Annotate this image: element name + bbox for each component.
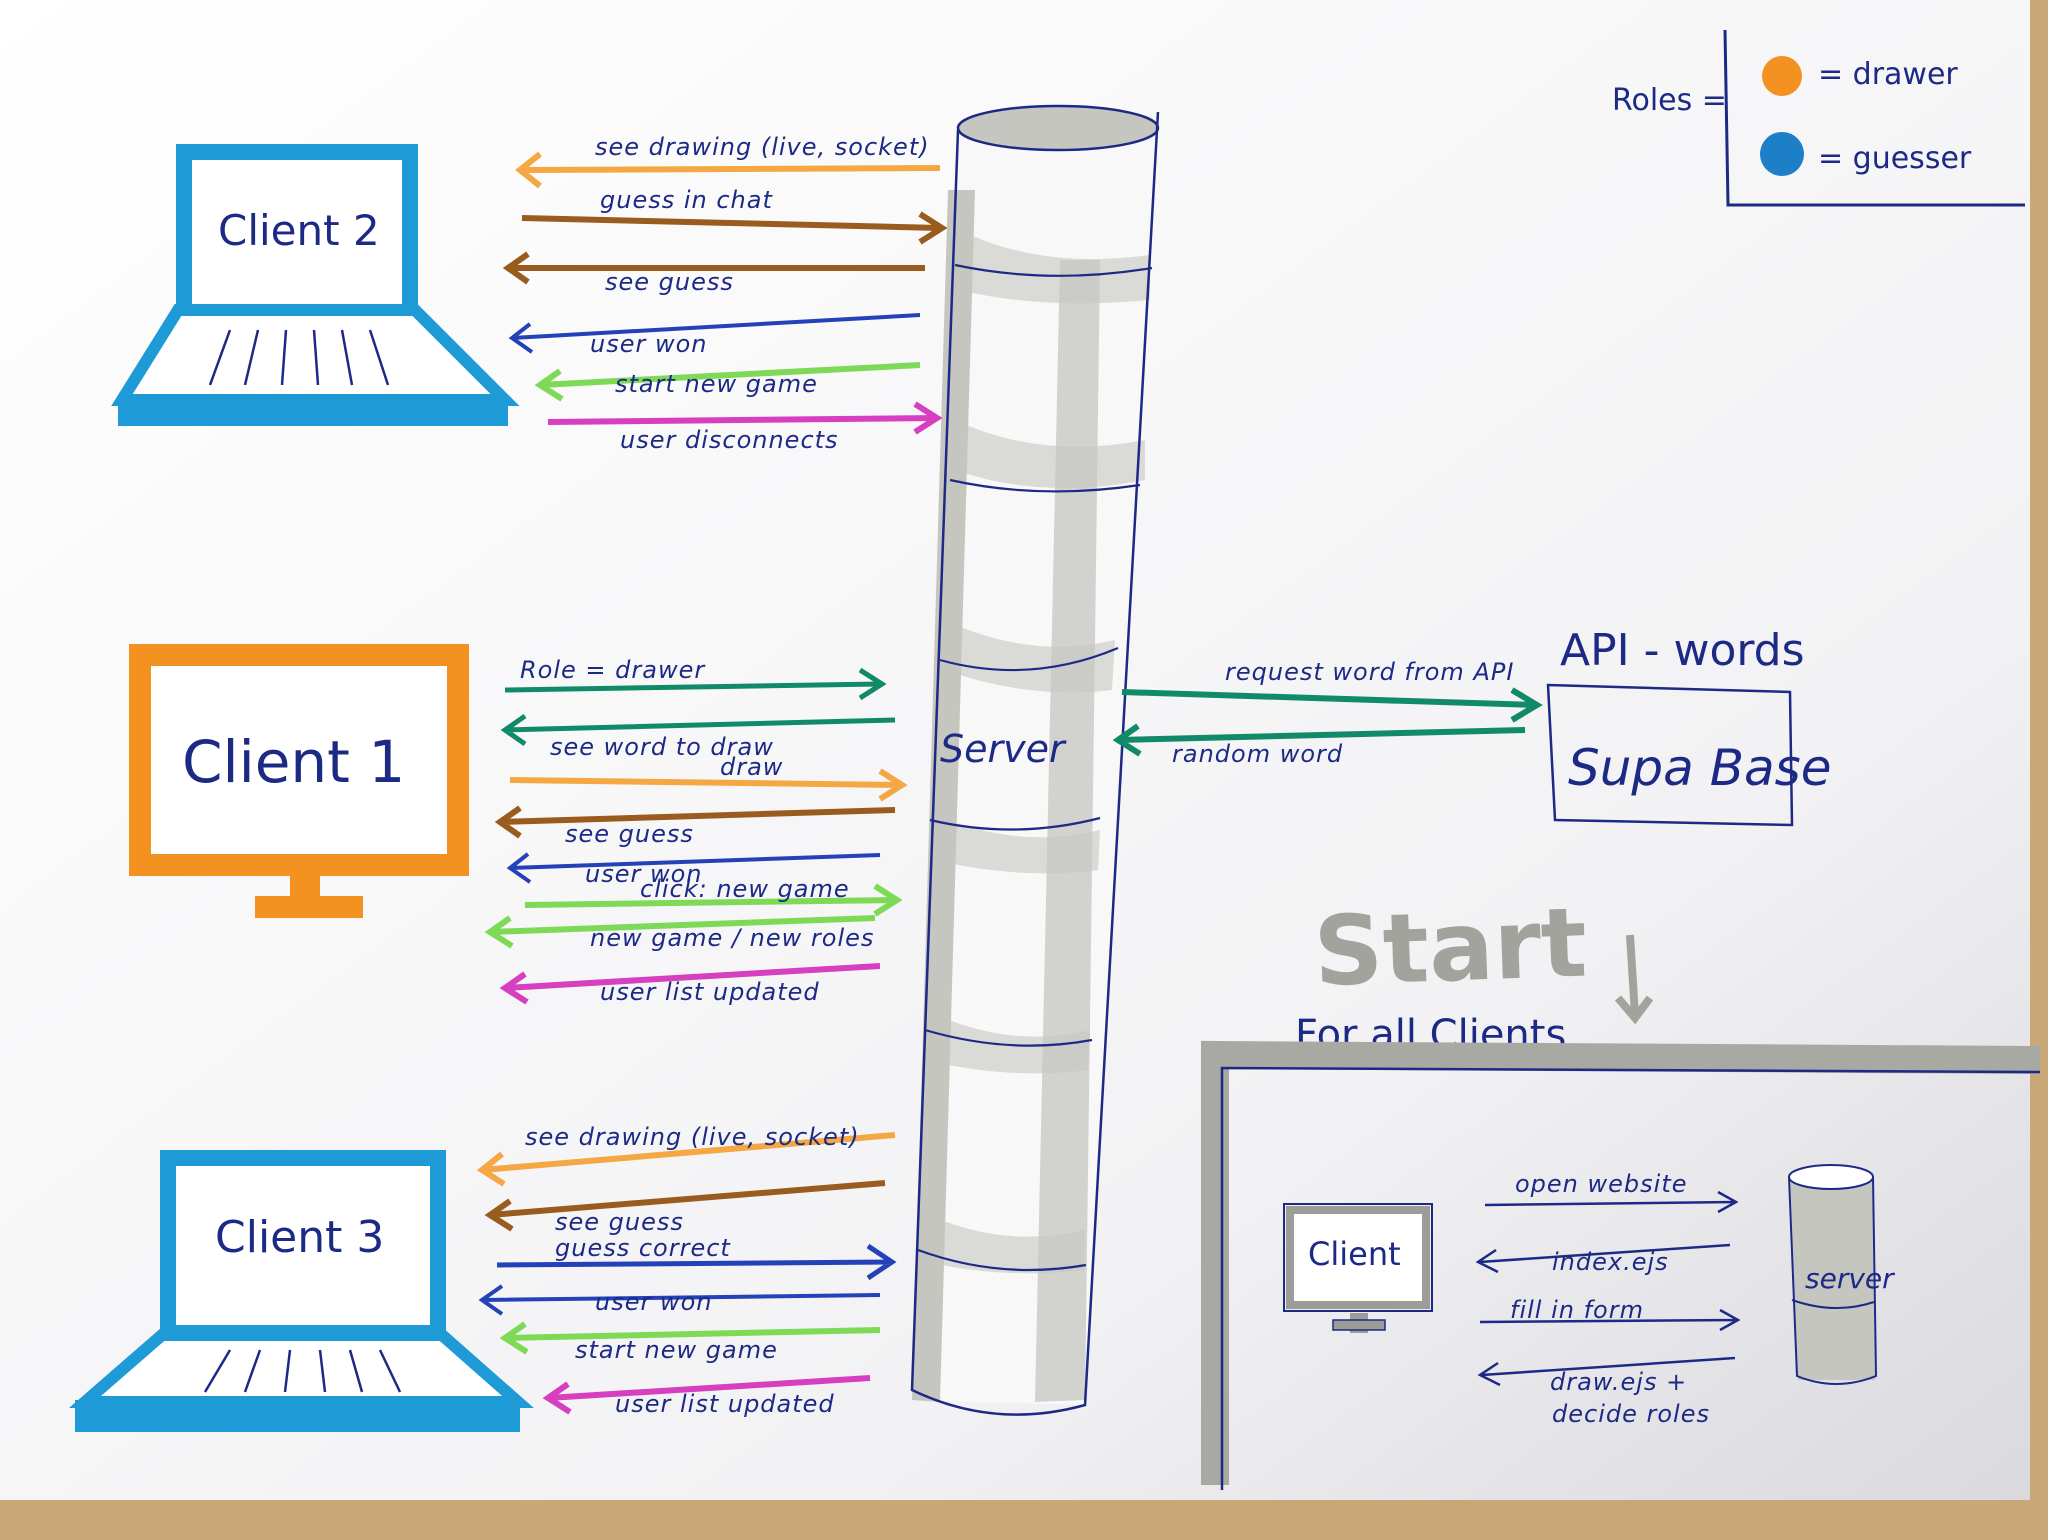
arrow-c1-user-won-label: user won bbox=[585, 860, 703, 888]
arrow-start-fill-in-form bbox=[1479, 1308, 1741, 1332]
arrow-start-draw-ejs-label: draw.ejs + bbox=[1550, 1368, 1687, 1396]
legend-prefix: Roles = bbox=[1612, 83, 1727, 118]
arrow-start-index-ejs bbox=[1475, 1243, 1731, 1274]
arrow-c2-user-disconnects bbox=[547, 401, 943, 435]
arrow-c3-user-list-updated-label: user list updated bbox=[615, 1390, 835, 1418]
arrow-start-index-ejs-label: index.ejs bbox=[1552, 1248, 1669, 1276]
arrow-c2-see-guess bbox=[502, 251, 925, 285]
start-client-label: Client bbox=[1308, 1235, 1401, 1273]
guesser-dot-icon bbox=[1760, 132, 1804, 176]
arrow-c3-see-drawing bbox=[476, 1132, 896, 1187]
arrow-c1-click-new-game-label: click: new game bbox=[640, 875, 850, 903]
arrow-c1-click-new-game bbox=[524, 883, 903, 917]
arrow-start-fill-in-form-label: fill in form bbox=[1510, 1296, 1644, 1324]
client2-arrow-group: see drawing (live, socket) guess in chat… bbox=[502, 133, 948, 454]
arrow-c2-start-new-game bbox=[534, 362, 921, 402]
api-section: API - words Supa Base request word from … bbox=[1112, 625, 1831, 827]
arrow-c1-draw-label: draw bbox=[720, 753, 783, 781]
arrow-c1-user-list-updated-label: user list updated bbox=[600, 978, 820, 1006]
arrow-c3-user-won bbox=[478, 1284, 881, 1316]
arrow-start-open-website bbox=[1484, 1190, 1739, 1214]
arrow-c1-user-won bbox=[506, 852, 881, 884]
arrow-api-random-word bbox=[1112, 723, 1526, 757]
server-cylinder: Server bbox=[910, 104, 1160, 1416]
arrow-c2-see-drawing-label: see drawing (live, socket) bbox=[595, 133, 930, 161]
arrow-c1-new-game-new-roles bbox=[484, 915, 876, 949]
arrow-c3-user-won-label: user won bbox=[595, 1288, 713, 1316]
arrow-c3-see-guess bbox=[484, 1180, 886, 1232]
arrow-c1-see-guess bbox=[494, 805, 896, 839]
client2-label: Client 2 bbox=[218, 206, 380, 255]
legend-box bbox=[1723, 29, 2025, 207]
arrow-c3-start-new-game bbox=[499, 1321, 881, 1355]
arrow-c3-start-new-game-label: start new game bbox=[575, 1336, 778, 1364]
legend-drawer-label: = drawer bbox=[1818, 57, 1958, 92]
arrow-api-request-label: request word from API bbox=[1225, 658, 1514, 686]
start-client-monitor-icon: Client bbox=[1283, 1203, 1433, 1333]
arrow-c1-see-guess-label: see guess bbox=[565, 820, 694, 848]
arrow-c2-guess-in-chat-label: guess in chat bbox=[600, 186, 773, 214]
api-title: API - words bbox=[1560, 625, 1805, 676]
arrow-c3-see-drawing-label: see drawing (live, socket) bbox=[525, 1123, 860, 1151]
start-section: Start For all Clients Client server open… bbox=[1201, 887, 2041, 1490]
arrow-c2-user-won bbox=[508, 313, 921, 354]
supabase-box bbox=[1546, 683, 1794, 827]
arrow-c2-guess-in-chat bbox=[521, 211, 948, 245]
start-server-label: server bbox=[1805, 1262, 1895, 1295]
client3-laptop-icon: Client 3 bbox=[68, 1150, 534, 1432]
arrow-c1-role-drawer bbox=[504, 667, 887, 701]
arrow-c1-new-game-new-roles-label: new game / new roles bbox=[590, 924, 874, 952]
arrow-c2-see-guess-label: see guess bbox=[605, 268, 734, 296]
arrow-c3-guess-correct-label: guess correct bbox=[555, 1234, 731, 1262]
arrow-c2-see-drawing bbox=[515, 151, 941, 189]
arrow-c2-user-disconnects-label: user disconnects bbox=[620, 426, 839, 454]
arrow-api-request bbox=[1121, 687, 1543, 723]
client3-label: Client 3 bbox=[215, 1212, 384, 1263]
arrow-start-open-website-label: open website bbox=[1515, 1170, 1688, 1198]
arrow-c1-draw bbox=[509, 768, 908, 802]
client2-laptop-icon: Client 2 bbox=[111, 144, 520, 426]
supabase-label: Supa Base bbox=[1568, 739, 1831, 797]
client1-monitor-icon: Client 1 bbox=[129, 644, 469, 918]
drawer-dot-icon bbox=[1762, 56, 1802, 96]
start-down-arrow-icon bbox=[1614, 934, 1654, 1025]
client3-arrow-group: see drawing (live, socket) see guess gue… bbox=[476, 1123, 897, 1418]
arrow-c1-role-drawer-label: Role = drawer bbox=[520, 656, 706, 684]
start-server-cylinder-icon: server bbox=[1788, 1164, 1895, 1385]
arrow-c3-guess-correct bbox=[496, 1243, 897, 1281]
start-title: Start bbox=[1312, 887, 1589, 1008]
arrow-start-draw-ejs bbox=[1477, 1356, 1736, 1387]
arrow-c1-user-list-updated bbox=[499, 963, 881, 1005]
arrow-c2-start-new-game-label: start new game bbox=[615, 370, 818, 398]
client1-arrow-group: Role = drawer see word to draw draw see … bbox=[484, 656, 908, 1006]
client1-label: Client 1 bbox=[182, 728, 405, 796]
arrow-c1-see-word bbox=[500, 713, 896, 747]
legend: Roles = = drawer = guesser bbox=[1612, 29, 2025, 207]
arrow-c3-see-guess-label: see guess bbox=[555, 1208, 684, 1236]
arrow-c2-user-won-label: user won bbox=[590, 330, 708, 358]
arrow-c1-see-word-label: see word to draw bbox=[550, 733, 774, 761]
arrow-c3-user-list-updated bbox=[542, 1375, 871, 1415]
legend-guesser-label: = guesser bbox=[1818, 141, 1972, 176]
arrow-start-decide-roles-label: decide roles bbox=[1552, 1400, 1710, 1428]
arrow-api-random-word-label: random word bbox=[1172, 740, 1343, 768]
server-label: Server bbox=[940, 727, 1067, 771]
start-panel-frame bbox=[1201, 1040, 2041, 1485]
